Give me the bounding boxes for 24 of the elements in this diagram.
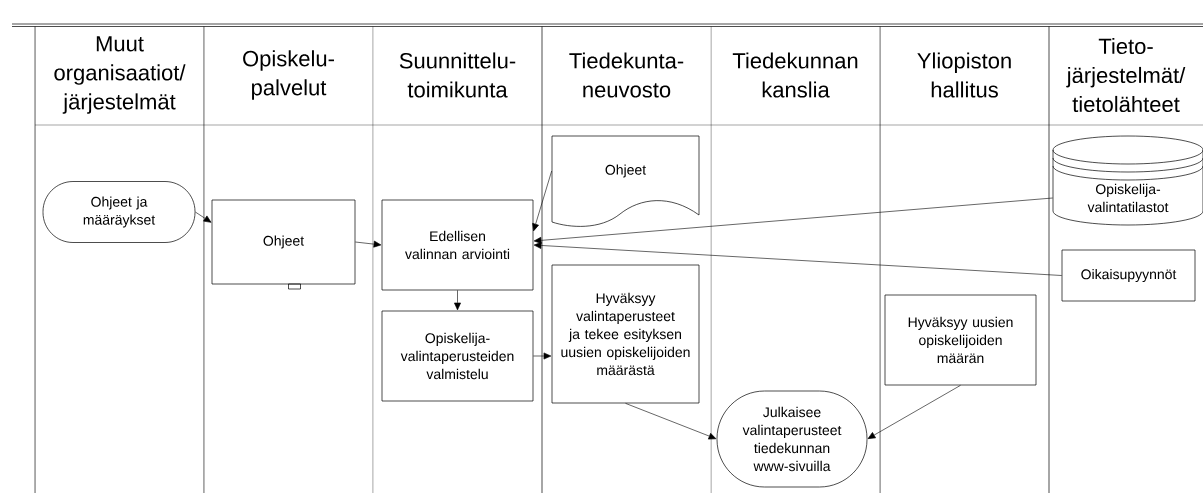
arrow	[533, 352, 552, 360]
process-box: Hyväksyy uusien opiskelijoiden määrän	[884, 294, 1037, 386]
process-box: Hyväksyy valintaperusteet ja tekee esityksen uusien opiskelijoiden määrästä	[551, 264, 700, 404]
arrow	[867, 385, 961, 439]
arrow	[533, 242, 1062, 276]
lane-header: Muut organisaatiot/ järjestelmät	[54, 36, 186, 114]
arrow	[625, 403, 717, 440]
lane-header: Tiedekunnan kanslia	[732, 52, 858, 98]
process-box: Edellisen valinnan arviointi	[381, 199, 534, 291]
lane-header: Tiedekunta-neuvosto	[569, 52, 684, 98]
lane-header: Opiskelu-palvelut	[243, 50, 334, 100]
process-box: Opiskelija-valintaperusteiden valmistelu	[381, 310, 534, 402]
lane-header: Yliopiston hallitus	[917, 52, 1011, 98]
lane-header: Tieto-järjestelmät/ tietolähteet	[1066, 37, 1186, 113]
arrow	[195, 211, 212, 223]
arrow	[454, 290, 461, 311]
lane-header: Suunnittelu-toimikunta	[399, 52, 516, 98]
arrow	[355, 240, 382, 248]
process-box: Ohjeet	[211, 199, 356, 290]
database-cylinder: Opiskelija-valintatilastot	[1052, 135, 1203, 226]
node-label: Opiskelija-valintatilastot	[1087, 183, 1169, 213]
arrow	[533, 197, 1053, 244]
arrow	[532, 170, 552, 232]
process-box: Oikaisupyynnöt	[1061, 249, 1196, 302]
